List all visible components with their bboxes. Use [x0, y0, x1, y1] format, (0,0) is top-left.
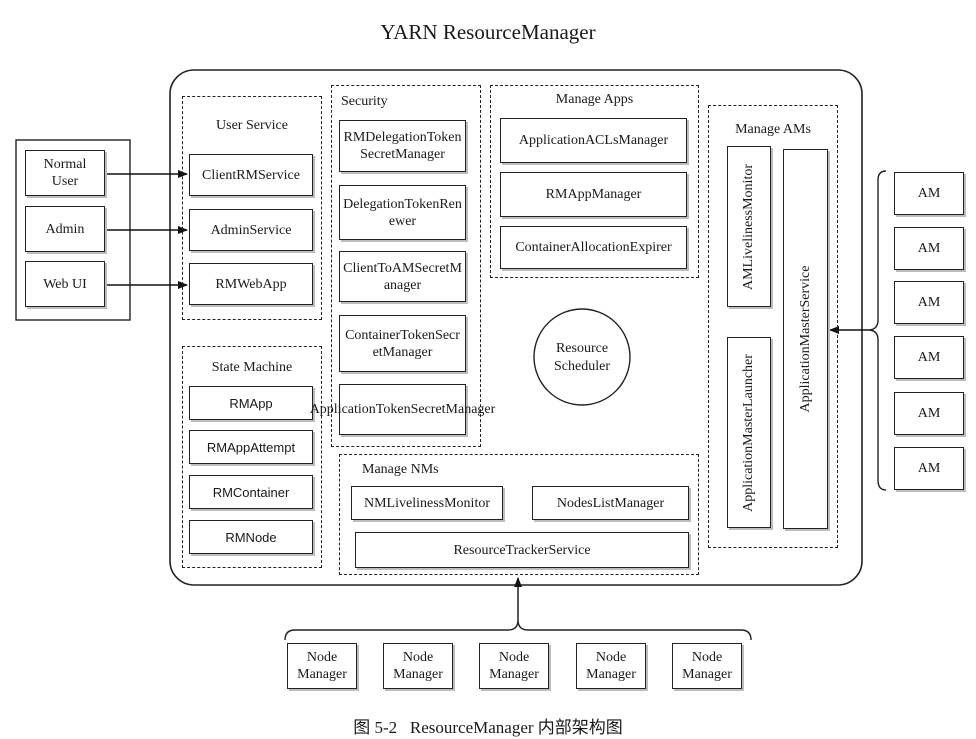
node-manager: Node Manager	[576, 643, 646, 689]
node-manager: Node Manager	[383, 643, 453, 689]
am-liveliness-monitor: AMLivelinessMonitor	[727, 146, 771, 307]
manage-ams-group	[708, 105, 838, 548]
application-acls-manager: ApplicationACLsManager	[500, 118, 687, 163]
am-node: AM	[894, 336, 964, 379]
resource-scheduler-label: Resource Scheduler	[554, 341, 610, 374]
security-label: Security	[341, 94, 388, 109]
application-master-service-text: ApplicationMasterService	[797, 265, 813, 413]
rm-app-manager: RMAppManager	[500, 172, 687, 217]
node-manager: Node Manager	[479, 643, 549, 689]
client-normal-user: Normal User	[25, 150, 105, 196]
user-service-group	[182, 96, 322, 320]
am-brace	[867, 170, 887, 491]
rm-delegation-token-secret-manager: RMDelegationTokenSecretManager	[339, 120, 466, 172]
rm-node: RMNode	[189, 520, 313, 554]
client-admin: Admin	[25, 206, 105, 252]
am-node: AM	[894, 447, 964, 490]
nodes-list-manager: NodesListManager	[532, 486, 689, 520]
am-node: AM	[894, 227, 964, 270]
state-machine-label: State Machine	[211, 360, 293, 375]
nm-brace	[284, 619, 752, 641]
rm-web-app: RMWebApp	[189, 263, 313, 305]
diagram-title: YARN ResourceManager	[380, 20, 596, 44]
manage-nms-group	[339, 454, 699, 575]
manage-apps-group	[490, 85, 699, 278]
rm-app-attempt: RMAppAttempt	[189, 430, 313, 464]
node-manager: Node Manager	[287, 643, 357, 689]
rm-app: RMApp	[189, 386, 313, 420]
am-node: AM	[894, 172, 964, 215]
manage-nms-label: Manage NMs	[362, 462, 439, 477]
resource-tracker-service: ResourceTrackerService	[355, 532, 689, 568]
manage-apps-label: Manage Apps	[555, 92, 634, 107]
am-node: AM	[894, 392, 964, 435]
application-master-launcher: ApplicationMasterLauncher	[727, 337, 771, 528]
client-rm-service: ClientRMService	[189, 154, 313, 196]
state-machine-group	[182, 346, 322, 568]
application-master-launcher-text: ApplicationMasterLauncher	[741, 353, 756, 512]
client-web-ui: Web UI	[25, 261, 105, 307]
manage-ams-label: Manage AMs	[735, 122, 811, 137]
application-master-service: ApplicationMasterService	[783, 149, 828, 529]
rm-container: RMContainer	[189, 475, 313, 509]
container-allocation-expirer: ContainerAllocationExpirer	[500, 226, 687, 269]
delegation-token-renewer: DelegationTokenRenewer	[339, 185, 466, 240]
figure-caption: 图 5-2 ResourceManager 内部架构图	[353, 718, 623, 737]
nm-liveliness-monitor: NMLivelinessMonitor	[351, 486, 503, 520]
am-liveliness-monitor-text: AMLivelinessMonitor	[741, 163, 756, 290]
admin-service: AdminService	[189, 209, 313, 251]
node-manager: Node Manager	[672, 643, 742, 689]
container-token-secret-manager: ContainerTokenSecretManager	[339, 315, 466, 372]
client-to-am-secret-manager: ClientToAMSecretManager	[339, 251, 466, 302]
application-token-secret-manager: ApplicationTokenSecretManager	[310, 384, 495, 435]
resource-scheduler-circle	[533, 308, 631, 406]
am-node: AM	[894, 281, 964, 324]
security-group	[331, 85, 481, 447]
user-service-label: User Service	[216, 118, 288, 133]
